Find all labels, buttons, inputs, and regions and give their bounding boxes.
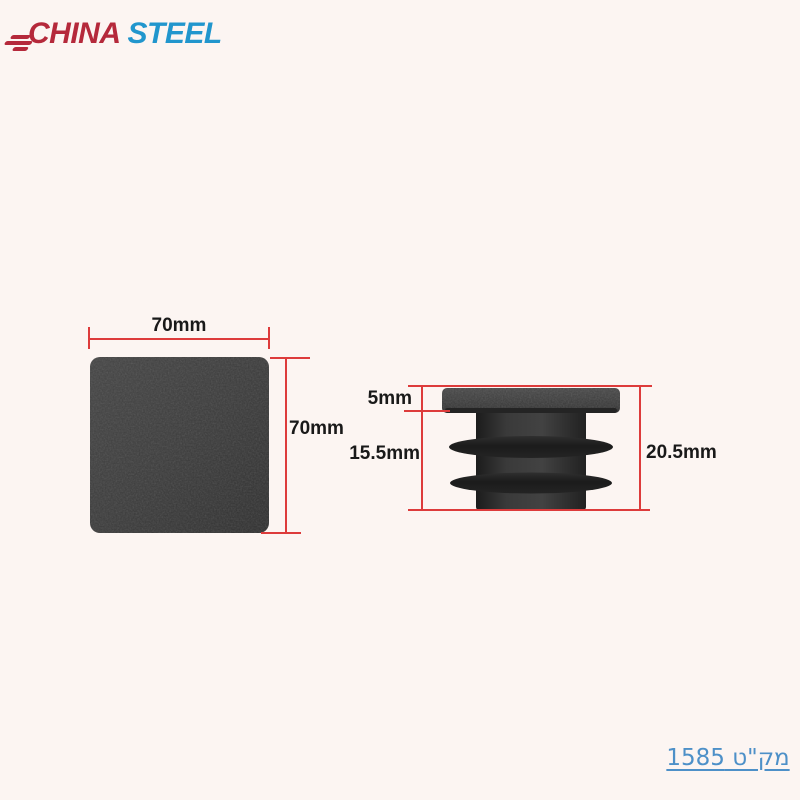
sku-link[interactable]: מק"ט 1585 [666, 745, 790, 771]
brand-name-steel: STEEL [127, 17, 223, 50]
dimension-tick [88, 327, 90, 349]
dimension-tick [404, 410, 450, 412]
dimension-line-side-bottom [408, 509, 650, 511]
front-height-label: 70mm [289, 418, 344, 439]
cap-side-view [442, 388, 620, 510]
dimension-line-side-top [408, 385, 652, 387]
insert-depth-label: 15.5mm [349, 443, 420, 464]
dimension-line-side-left [421, 385, 423, 511]
brand-name-china: CHINA [28, 17, 121, 50]
total-height-label: 20.5mm [646, 442, 717, 463]
cap-front-view [90, 357, 269, 533]
front-width-label: 70mm [151, 315, 207, 336]
dimension-tick [268, 327, 270, 349]
dimension-line-front-height [285, 357, 287, 534]
dimension-line-side-right [639, 385, 641, 511]
cap-thickness-label: 5mm [367, 388, 412, 409]
dimension-tick [261, 532, 301, 534]
dimension-line-front-width [88, 338, 270, 340]
speed-lines-icon [11, 47, 30, 51]
dimension-tick [270, 357, 310, 359]
